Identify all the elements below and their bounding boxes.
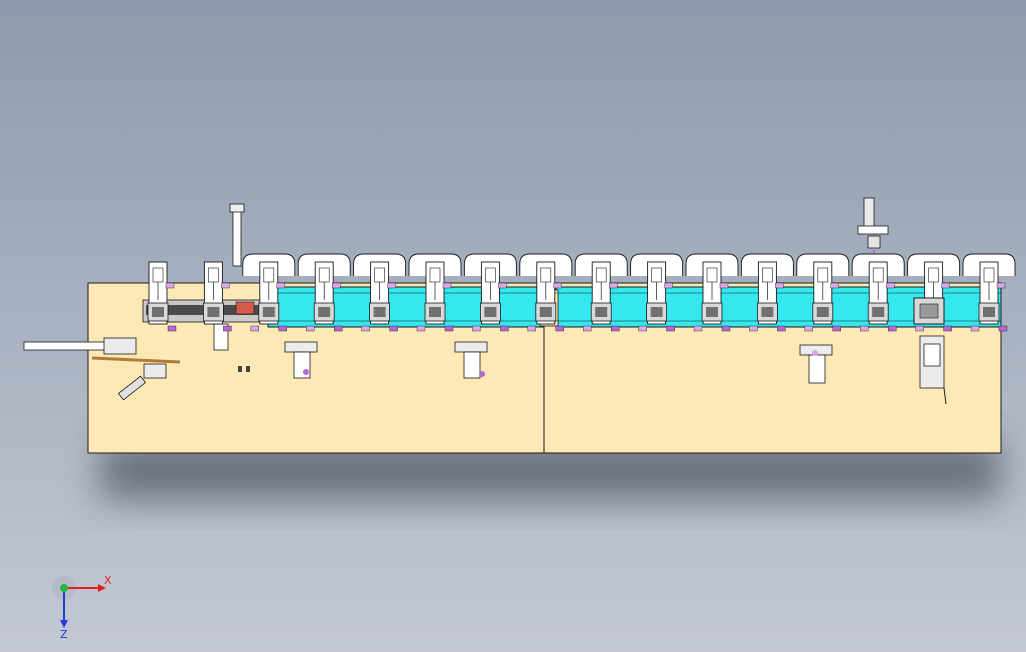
station-12[interactable]	[740, 253, 794, 332]
lower-actuator-3[interactable]	[799, 344, 833, 384]
x-axis-label: X	[104, 574, 112, 587]
lower-actuator-1[interactable]	[284, 341, 318, 379]
station-10[interactable]	[630, 253, 684, 332]
station-6[interactable]	[408, 253, 462, 332]
station-array[interactable]	[147, 253, 1016, 332]
loader-head[interactable]	[103, 337, 137, 355]
vertical-post[interactable]	[232, 209, 242, 267]
station-4[interactable]	[297, 253, 351, 332]
lower-actuator-4[interactable]	[919, 335, 947, 405]
loader-tilted-tool[interactable]	[117, 375, 147, 401]
x-axis-arrow	[98, 584, 106, 592]
z-axis-arrow	[60, 620, 68, 628]
loader-cylinder[interactable]	[23, 341, 107, 351]
station-1[interactable]	[147, 261, 177, 332]
axis-triad[interactable]: X Z	[40, 570, 120, 640]
gearbox-unit[interactable]	[913, 297, 945, 325]
small-block-b	[246, 366, 250, 372]
station-16[interactable]	[962, 253, 1016, 332]
station-11[interactable]	[685, 253, 739, 332]
station-3[interactable]	[242, 253, 296, 332]
station-5[interactable]	[353, 253, 407, 332]
station-7[interactable]	[463, 253, 517, 332]
vertical-post-cap	[229, 203, 245, 213]
lower-actuator-2[interactable]	[454, 341, 488, 379]
feed-red-block[interactable]	[235, 301, 255, 315]
z-axis-label: Z	[60, 628, 68, 640]
station-9[interactable]	[574, 253, 628, 332]
loader-gripper[interactable]	[143, 363, 167, 379]
station-8[interactable]	[519, 253, 573, 332]
station-13[interactable]	[796, 253, 850, 332]
station-2[interactable]	[202, 261, 232, 332]
loader-brown-bar	[91, 356, 181, 364]
probe-assembly[interactable]	[857, 197, 889, 284]
small-block-a	[238, 366, 242, 372]
station-14[interactable]	[851, 253, 905, 332]
y-axis-dot	[60, 584, 68, 592]
